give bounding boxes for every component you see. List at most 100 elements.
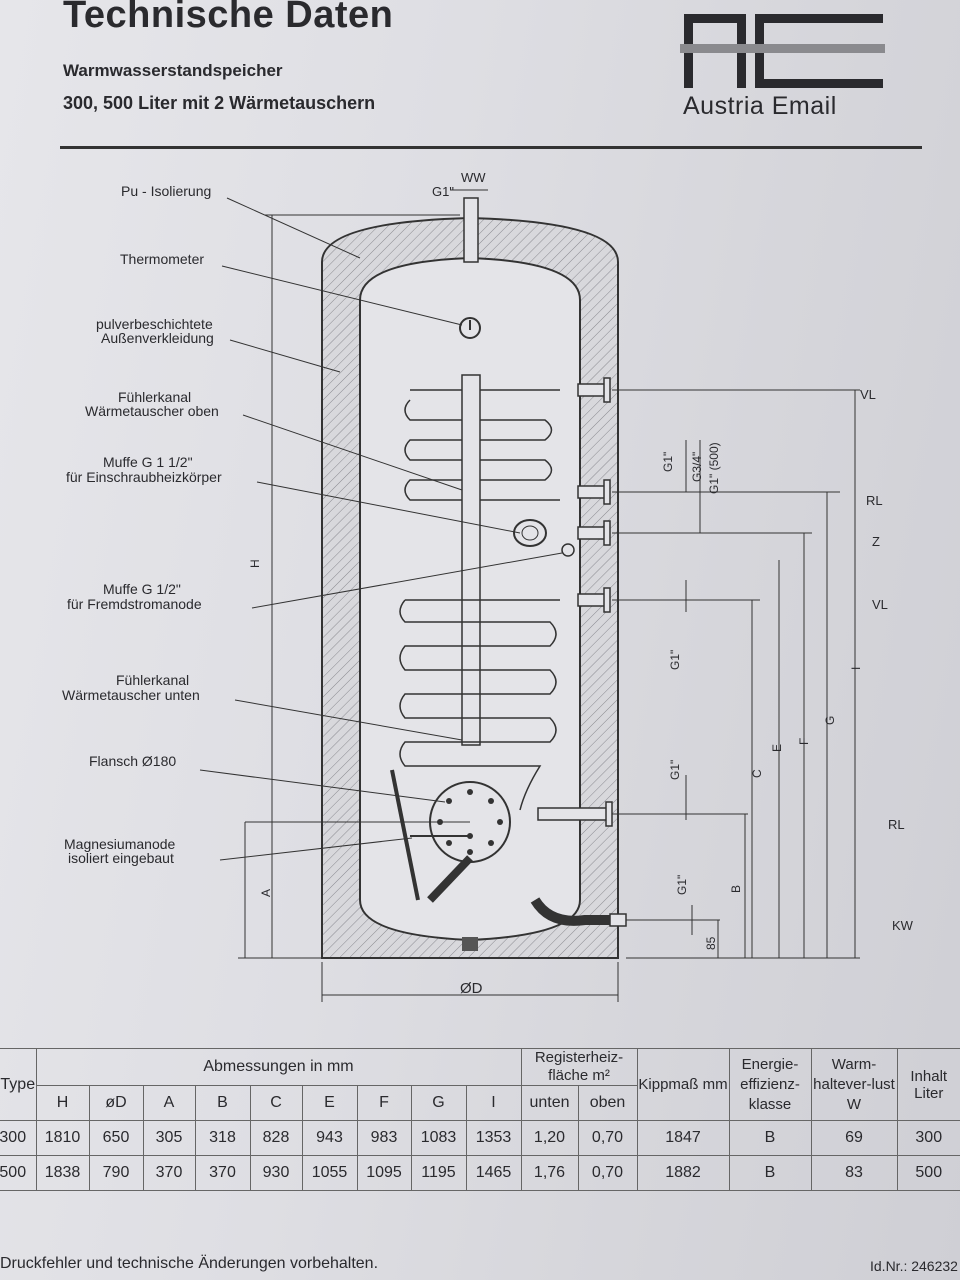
tank-diagram <box>199 14 885 1002</box>
specs-table: Type Abmessungen in mm Registerheiz-fläc… <box>0 1048 960 1191</box>
th-abmessungen: Abmessungen in mm <box>35 1048 522 1086</box>
cell-kippmass: 1882 <box>636 1155 730 1191</box>
dim-b: B <box>729 884 743 893</box>
th-energie: Energie-effizienz-klasse <box>728 1048 812 1121</box>
dim-a: A <box>259 888 273 897</box>
th-kippmass: Kippmaß mm <box>636 1048 730 1121</box>
th-d: øD <box>88 1085 144 1121</box>
th-g: G <box>410 1085 467 1121</box>
th-warmhalteverlust: Warm-haltever-lust W <box>810 1048 898 1121</box>
dim-g1-rl: G1" <box>661 451 675 472</box>
cell-g: 1083 <box>410 1120 467 1156</box>
th-b: B <box>194 1085 251 1121</box>
dim-g1-low: G1" <box>668 759 682 780</box>
th-c: C <box>249 1085 303 1121</box>
cell-h: 1838 <box>35 1155 90 1191</box>
cell-warmhalteverlust: 69 <box>810 1120 898 1156</box>
cell-e: 943 <box>301 1120 358 1156</box>
upper-heat-exchanger-coil <box>404 389 560 501</box>
th-a: A <box>142 1085 196 1121</box>
cell-type: 300 <box>0 1120 37 1156</box>
label-fuehlerkanal-oben-2: Wärmetauscher oben <box>85 403 219 419</box>
label-pu-isolierung: Pu - Isolierung <box>121 183 212 199</box>
cell-c: 828 <box>249 1120 303 1156</box>
dim-g1-kw: G1" <box>675 874 689 895</box>
dim-h: H <box>248 559 262 568</box>
label-anode-1: Magnesiumanode <box>64 836 176 852</box>
cell-g: 1195 <box>410 1155 467 1191</box>
port-kw: KW <box>892 918 913 933</box>
logo-wordmark: Austria Email <box>683 92 837 120</box>
label-flansch: Flansch Ø180 <box>89 753 177 769</box>
label-muffe-klein-1: Muffe G 1/2" <box>103 581 181 597</box>
dim-g1-500: G1" (500) <box>707 442 721 494</box>
cell-inhalt: 300 <box>896 1120 960 1156</box>
port-rl-top: RL <box>866 493 883 508</box>
th-register: Registerheiz-fläche m² <box>520 1048 638 1086</box>
product-description: 300, 500 Liter mit 2 Wärmetauschern <box>63 93 376 113</box>
austria-email-logo <box>680 14 885 88</box>
cell-f: 983 <box>356 1120 412 1156</box>
port-z: Z <box>872 534 880 549</box>
th-i: I <box>465 1085 522 1121</box>
cell-warmhalteverlust: 83 <box>810 1155 898 1191</box>
port-vl-top: VL <box>860 387 876 402</box>
cell-energie: B <box>728 1155 812 1191</box>
cell-oben: 0,70 <box>577 1155 638 1191</box>
cell-unten: 1,76 <box>520 1155 579 1191</box>
label-anode-2: isoliert eingebaut <box>68 850 174 866</box>
table-row: 500 1838 790 370 370 930 1055 1095 1195 … <box>0 1155 960 1191</box>
label-verkleidung-1: pulverbeschichtete <box>96 316 213 332</box>
cell-b: 318 <box>194 1120 251 1156</box>
cell-f: 1095 <box>356 1155 412 1191</box>
cell-kippmass: 1847 <box>636 1120 730 1156</box>
cell-d: 790 <box>88 1155 144 1191</box>
label-fuehlerkanal-oben-1: Fühlerkanal <box>118 389 192 405</box>
cell-i: 1353 <box>465 1120 522 1156</box>
dim-g1-mid: G1" <box>668 649 682 670</box>
dim-85: 85 <box>704 936 718 950</box>
cell-energie: B <box>728 1120 812 1156</box>
cell-oben: 0,70 <box>577 1120 638 1156</box>
th-type: Type <box>0 1048 37 1121</box>
dim-c: C <box>750 769 764 778</box>
th-unten: unten <box>520 1085 579 1121</box>
dim-i: I <box>849 666 863 670</box>
cell-a: 305 <box>142 1120 196 1156</box>
cell-inhalt: 500 <box>896 1155 960 1191</box>
dim-g34: G3/4" <box>690 451 704 482</box>
th-inhalt: Inhalt Liter <box>896 1048 960 1121</box>
label-fuehlerkanal-unten-2: Wärmetauscher unten <box>62 687 200 703</box>
dim-diameter: ØD <box>460 980 483 997</box>
table-row: 300 1810 650 305 318 828 943 983 1083 13… <box>0 1120 960 1156</box>
cell-c: 930 <box>249 1155 303 1191</box>
dim-f: F <box>797 737 811 745</box>
th-h: H <box>35 1085 90 1121</box>
footer-disclaimer: Druckfehler und technische Änderungen vo… <box>0 1255 379 1272</box>
dim-e: E <box>770 743 784 752</box>
th-e: E <box>301 1085 358 1121</box>
dim-g: G <box>823 715 837 725</box>
cell-unten: 1,20 <box>520 1120 579 1156</box>
label-verkleidung-2: Außenverkleidung <box>101 330 214 346</box>
cell-e: 1055 <box>301 1155 358 1191</box>
port-rl-bottom: RL <box>888 817 905 832</box>
footer-id-number: Id.Nr.: 246232 <box>870 1258 958 1274</box>
cell-h: 1810 <box>35 1120 90 1156</box>
magnesium-anode <box>390 769 420 901</box>
cell-a: 370 <box>142 1155 196 1191</box>
header-divider <box>60 146 922 149</box>
dim-g1-ww: G1" <box>432 184 454 199</box>
th-oben: oben <box>577 1085 638 1121</box>
label-muffe-gross-1: Muffe G 1 1/2" <box>103 454 193 470</box>
port-vl-bottom: VL <box>872 597 888 612</box>
port-ww: WW <box>461 170 486 185</box>
cell-b: 370 <box>194 1155 251 1191</box>
label-thermometer: Thermometer <box>120 251 205 267</box>
cell-i: 1465 <box>465 1155 522 1191</box>
product-subtitle: Warmwasserstandspeicher <box>63 61 283 80</box>
th-f: F <box>356 1085 412 1121</box>
label-muffe-klein-2: für Fremdstromanode <box>67 596 202 612</box>
label-fuehlerkanal-unten-1: Fühlerkanal <box>116 672 190 688</box>
